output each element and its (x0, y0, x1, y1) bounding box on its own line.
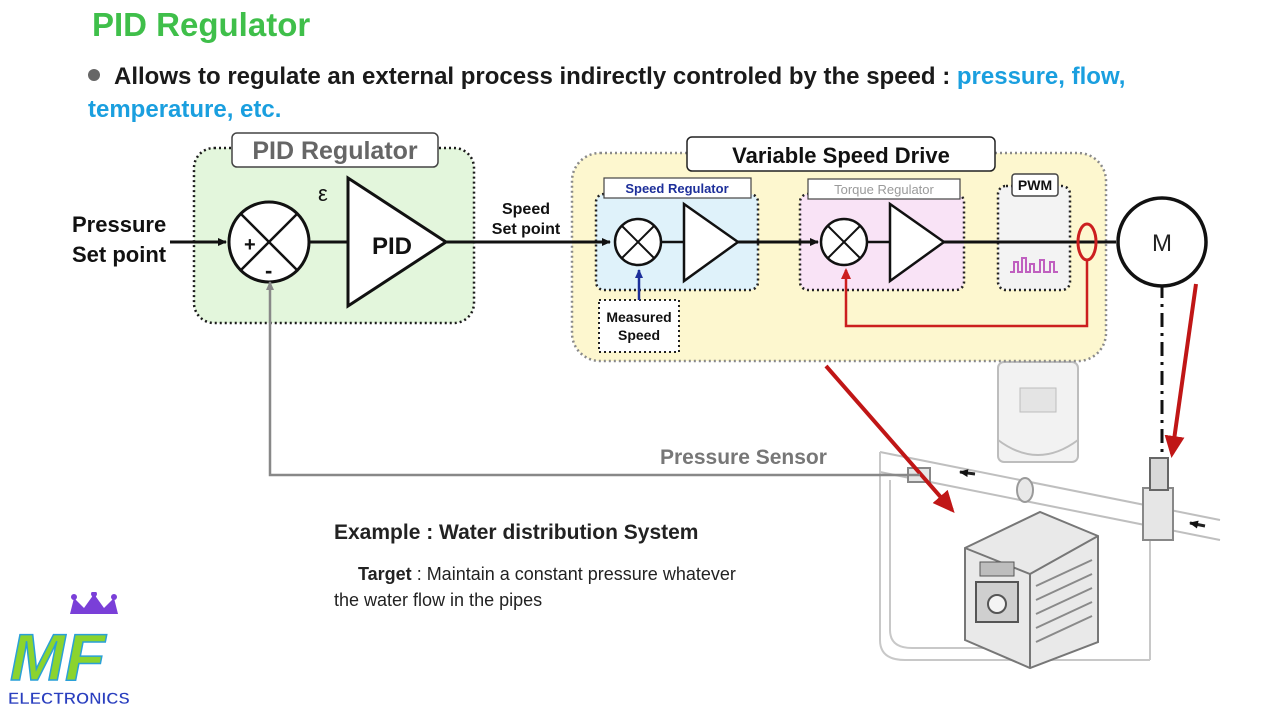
bullet-highlight: pressure, flow, temperature, etc. (88, 63, 1126, 123)
torque-feedback-line (841, 260, 1089, 328)
bullet-text: Allows to regulate an external process i… (114, 63, 957, 90)
speed-gain-block (682, 201, 741, 284)
pwm-box (996, 184, 1072, 292)
target-text-1: : Maintain a constant pressure whatever (411, 564, 736, 584)
red-arrow-to-drive (824, 364, 955, 514)
pwm-waveform (1010, 257, 1058, 273)
speed-summing-junction (613, 217, 663, 267)
red-arrow-to-sensor (1164, 283, 1198, 458)
motor-label: M (1152, 230, 1172, 257)
torque-regulator-label: Torque Regulator (834, 182, 934, 197)
pwm-label: PWM (1018, 177, 1052, 193)
bullet-dot (88, 69, 100, 81)
measured-speed-box (598, 299, 680, 353)
epsilon-label: ε (318, 181, 328, 206)
water-system-illustration (879, 361, 1221, 670)
mf-electronics-logo: MF ELECTRONICS (8, 592, 130, 708)
torque-gain-block (888, 201, 947, 284)
crown-icon (70, 592, 118, 614)
target-text-2: the water flow in the pipes (334, 590, 543, 610)
torque-summing-junction (819, 217, 869, 267)
pid-box-title: PID Regulator (252, 137, 418, 165)
pid-block (346, 175, 449, 309)
minus-sign: - (265, 258, 272, 283)
target-label: Target (358, 564, 412, 584)
pressure-sensor-label: Pressure Sensor (660, 446, 827, 469)
input-label-2: Set point (72, 242, 167, 267)
logo-subtitle: ELECTRONICS (8, 689, 130, 708)
pressure-feedback-line (266, 281, 920, 477)
bullet-point: Allows to regulate an external process i… (88, 60, 1228, 126)
measured-speed-label-2: Speed (618, 327, 660, 343)
svg-text:MF: MF (10, 620, 107, 694)
speed-setpoint-label-1: Speed (502, 201, 550, 218)
example-heading: Example : Water distribution System (334, 521, 699, 544)
example-target: Target : Maintain a constant pressure wh… (334, 561, 854, 613)
speed-regulator-label: Speed Regulator (625, 181, 728, 196)
vsd-title: Variable Speed Drive (732, 143, 950, 168)
page-title: PID Regulator (92, 6, 311, 43)
measured-speed-label-1: Measured (606, 309, 671, 325)
plus-sign: + (244, 234, 256, 256)
input-label-1: Pressure (72, 212, 166, 237)
speed-setpoint-label-2: Set point (492, 221, 561, 238)
pid-block-label: PID (372, 233, 412, 260)
motor (1116, 196, 1208, 288)
